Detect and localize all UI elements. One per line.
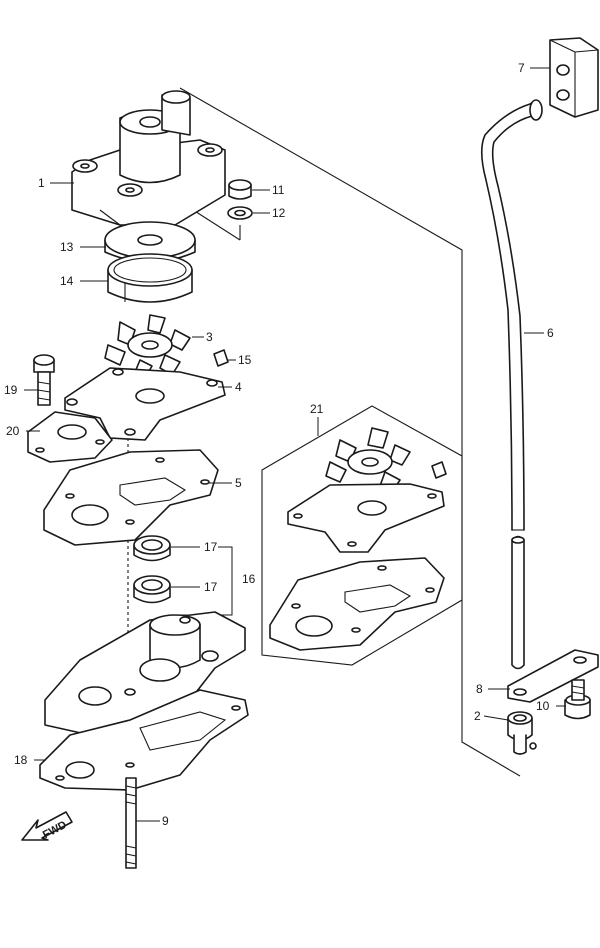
callout-19: 19 bbox=[4, 383, 18, 397]
kit-gasket bbox=[269, 557, 445, 651]
kit-impeller bbox=[325, 427, 411, 493]
callout-20: 20 bbox=[6, 424, 20, 438]
callout-labels: 1 2 3 4 5 6 7 8 9 10 11 12 13 14 15 16 1… bbox=[4, 61, 554, 828]
leader-lines bbox=[24, 67, 566, 822]
callout-17-lower: 17 bbox=[204, 580, 218, 594]
liner-14 bbox=[107, 253, 193, 303]
retainer-plate-8 bbox=[507, 649, 599, 703]
kit-key bbox=[431, 461, 447, 479]
callout-12: 12 bbox=[272, 206, 286, 220]
fwd-arrow-icon: FWD bbox=[21, 811, 73, 841]
callout-9: 9 bbox=[162, 814, 169, 828]
oil-seal-17a bbox=[133, 535, 171, 562]
callout-11: 11 bbox=[272, 183, 285, 197]
gasket-5 bbox=[43, 449, 219, 546]
callout-10: 10 bbox=[536, 699, 550, 713]
callout-1: 1 bbox=[38, 176, 45, 190]
callout-18: 18 bbox=[14, 753, 28, 767]
nut-11 bbox=[228, 179, 252, 200]
grommet-7 bbox=[549, 37, 599, 118]
callout-6: 6 bbox=[547, 326, 554, 340]
callout-3: 3 bbox=[206, 330, 213, 344]
gasket-20 bbox=[27, 411, 113, 463]
gasket-18 bbox=[39, 689, 249, 791]
callout-2: 2 bbox=[474, 709, 481, 723]
callout-5: 5 bbox=[235, 476, 242, 490]
callout-13: 13 bbox=[60, 240, 74, 254]
washer-12 bbox=[227, 206, 253, 220]
callout-8: 8 bbox=[476, 682, 483, 696]
collar-2 bbox=[507, 711, 537, 755]
water-tube-6 bbox=[480, 99, 543, 670]
kit-pump-plate bbox=[287, 483, 445, 553]
callout-15: 15 bbox=[238, 353, 252, 367]
bolt-10 bbox=[564, 679, 591, 720]
callout-21: 21 bbox=[310, 402, 324, 416]
key-15 bbox=[213, 349, 229, 367]
oil-seal-17b bbox=[133, 575, 171, 604]
pump-plate-4 bbox=[64, 367, 226, 441]
callout-4: 4 bbox=[235, 380, 242, 394]
repair-kit-21-box bbox=[261, 405, 463, 666]
callout-14: 14 bbox=[60, 274, 74, 288]
callout-7: 7 bbox=[518, 61, 525, 75]
pump-housing bbox=[44, 611, 246, 736]
callout-16: 16 bbox=[242, 572, 256, 586]
stud-9 bbox=[125, 777, 137, 869]
bolt-19 bbox=[33, 354, 55, 406]
impeller-3 bbox=[104, 314, 191, 379]
callout-17-upper: 17 bbox=[204, 540, 218, 554]
pump-case bbox=[71, 90, 226, 226]
